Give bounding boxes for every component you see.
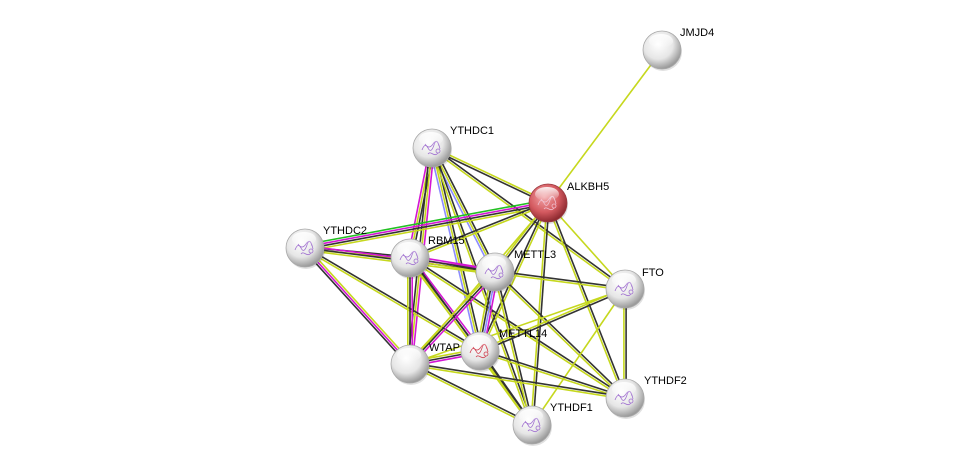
edge-line-textmining [410,203,549,260]
edge-line-coexpression [305,246,481,351]
node-label: YTHDC2 [323,225,367,237]
node-highlight [535,187,559,201]
node-label: METTL14 [499,328,547,340]
edge-line-coexpression [495,270,627,398]
edge-line-textmining [493,272,532,426]
edge-wtap-ythdf2[interactable] [409,362,626,400]
edge-mettl14-ythdf2[interactable] [479,349,626,400]
node-alkbh5[interactable]: ALKBH5 [528,181,609,224]
edge-line-coexpression [305,203,549,250]
node-highlight [612,273,636,287]
edge-mettl3-fto[interactable] [494,270,626,291]
edge-line-coexpression [409,271,496,365]
edge-fto-wtap[interactable] [409,288,626,365]
node-rbm15[interactable]: RBM15 [390,235,465,279]
edge-ythdc1-alkbh5[interactable] [431,146,549,205]
edge-ythdc2-mettl14[interactable] [304,246,481,353]
node-mettl3[interactable]: METTL3 [475,249,556,293]
node-label: METTL3 [514,249,556,261]
edge-line-experiments [304,247,411,365]
edge-alkbh5-jmjd4[interactable] [547,49,663,204]
node-highlight [397,348,421,362]
edge-line-textmining [547,49,663,204]
edge-line-textmining [432,146,549,203]
edge-line-textmining [409,364,532,427]
edge-line-neighborhood [304,198,548,246]
edge-line-textmining [493,272,625,400]
node-highlight [467,335,491,349]
edge-mettl3-ythdf1[interactable] [493,271,534,426]
edge-wtap-ythdf1[interactable] [409,362,533,427]
node-label: YTHDF2 [644,375,687,387]
node-highlight [519,409,543,423]
edge-line-textmining [409,202,549,365]
edge-line-coexpression [302,248,409,367]
node-highlight [612,382,636,396]
node-label: YTHDF1 [550,402,593,414]
edge-line-coexpression [410,362,626,398]
node-highlight [649,34,673,48]
node-label: JMJD4 [680,27,714,39]
edge-line-textmining [546,203,625,399]
edge-line-textmining [409,288,626,365]
edge-line-textmining [407,269,494,364]
node-label: ALKBH5 [567,181,609,193]
edge-mettl3-ythdf2[interactable] [493,270,627,400]
edge-alkbh5-wtap[interactable] [409,202,549,365]
edge-line-coexpression [548,202,627,398]
node-label: FTO [642,267,664,279]
edge-line-textmining [409,364,625,400]
node-ythdc1[interactable]: YTHDC1 [412,125,494,169]
edge-line-textmining [494,272,625,291]
node-highlight [482,256,506,270]
edge-line-experiments [304,201,548,248]
node-highlight [397,242,421,256]
node-jmjd4[interactable]: JMJD4 [642,27,714,71]
edge-line-coexpression [431,148,548,205]
node-label: RBM15 [428,235,465,247]
edge-rbm15-alkbh5[interactable] [409,201,549,260]
edge-fto-ythdf1[interactable] [531,288,626,426]
node-highlight [419,132,443,146]
edge-line-textmining [531,288,626,426]
edge-line-coexpression [480,289,626,353]
edge-line-textmining [479,351,625,400]
node-ythdf2[interactable]: YTHDF2 [605,375,687,419]
node-highlight [292,232,316,246]
edge-line-textmining [408,258,625,400]
edge-line-textmining [306,245,413,364]
node-mettl14[interactable]: METTL14 [460,328,547,372]
edge-line-coexpression [432,146,627,289]
edge-line-textmining [431,147,496,273]
edge-line-database [429,148,479,352]
edge-alkbh5-ythdf2[interactable] [546,202,627,399]
edge-ythdc2-wtap[interactable] [302,245,413,367]
edge-ythdc2-alkbh5[interactable] [304,198,549,253]
edge-line-textmining [304,248,480,353]
edge-line-coexpression [495,271,534,425]
node-ythdf1[interactable]: YTHDF1 [512,402,593,446]
edge-line-coexpression [409,201,548,258]
edge-line-experiments [411,256,483,351]
node-wtap[interactable]: WTAP [390,342,460,385]
edge-line-textmining [480,203,550,352]
edge-line-coexpression [495,270,626,289]
node-fto[interactable]: FTO [605,267,664,310]
edge-line-coexpression [410,362,533,425]
edge-line-coexpression [433,146,498,272]
edge-line-textmining [430,148,625,291]
edge-mettl3-wtap[interactable] [407,269,498,367]
node-label: YTHDC1 [450,125,494,137]
node-label: WTAP [429,342,460,354]
node-ythdc2[interactable]: YTHDC2 [285,225,367,269]
edge-line-textmining [305,205,549,253]
edge-line-experiments [411,272,498,367]
edge-line-textmining [431,147,481,352]
edge-ythdc1-fto[interactable] [430,146,627,291]
edge-line-coexpression [480,349,626,398]
